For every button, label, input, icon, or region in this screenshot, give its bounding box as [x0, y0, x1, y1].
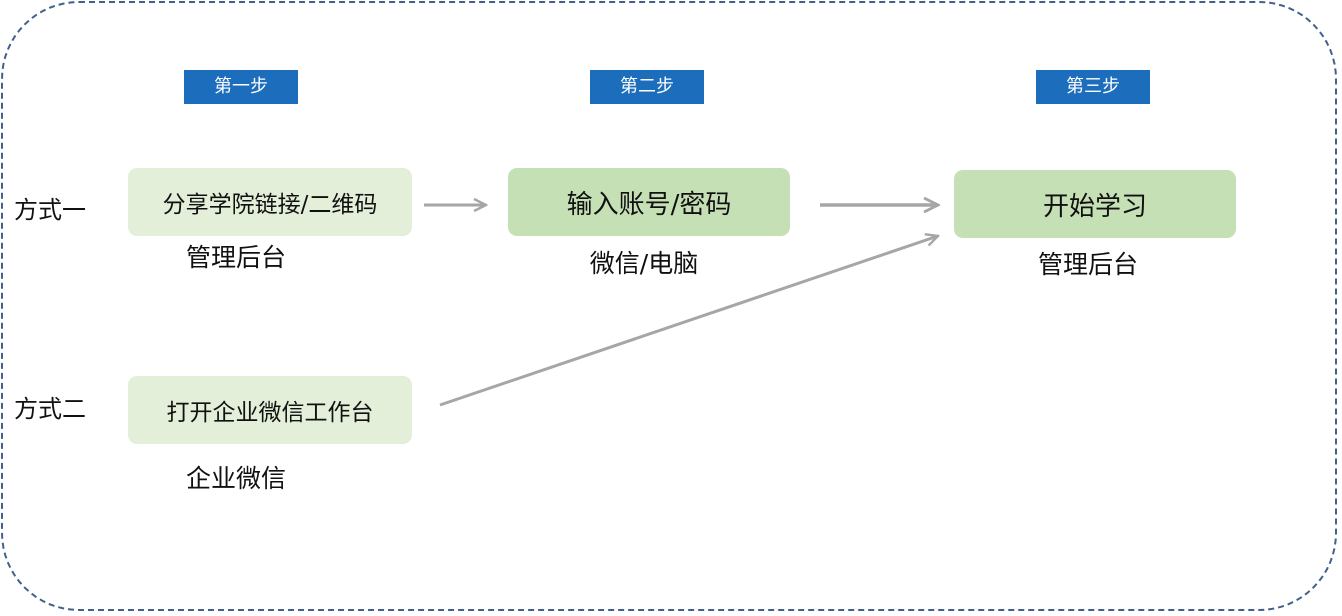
node-open-workbench: 打开企业微信工作台 — [128, 376, 412, 444]
arrow-workbench-to-start — [439, 236, 938, 407]
node-enter-account-label: 输入账号/密码 — [566, 189, 732, 220]
node-enter-account: 输入账号/密码 — [508, 168, 790, 236]
caption-share-link: 管理后台 — [185, 243, 286, 272]
method-one-label: 方式一 — [14, 196, 86, 224]
node-start-learning-label: 开始学习 — [1042, 191, 1147, 222]
step-badge-one: 第一步 — [184, 70, 298, 104]
caption-enter-account: 微信/电脑 — [589, 249, 699, 278]
node-share-link-label: 分享学院链接/二维码 — [162, 192, 378, 218]
step-badge-three: 第三步 — [1036, 70, 1150, 104]
node-share-link: 分享学院链接/二维码 — [128, 168, 412, 236]
method-two-label: 方式二 — [14, 395, 86, 423]
node-open-workbench-label: 打开企业微信工作台 — [166, 400, 374, 426]
caption-start-learning: 管理后台 — [1037, 250, 1138, 279]
node-start-learning: 开始学习 — [954, 170, 1236, 238]
caption-open-workbench: 企业微信 — [185, 464, 286, 493]
step-badge-two: 第二步 — [590, 70, 704, 104]
